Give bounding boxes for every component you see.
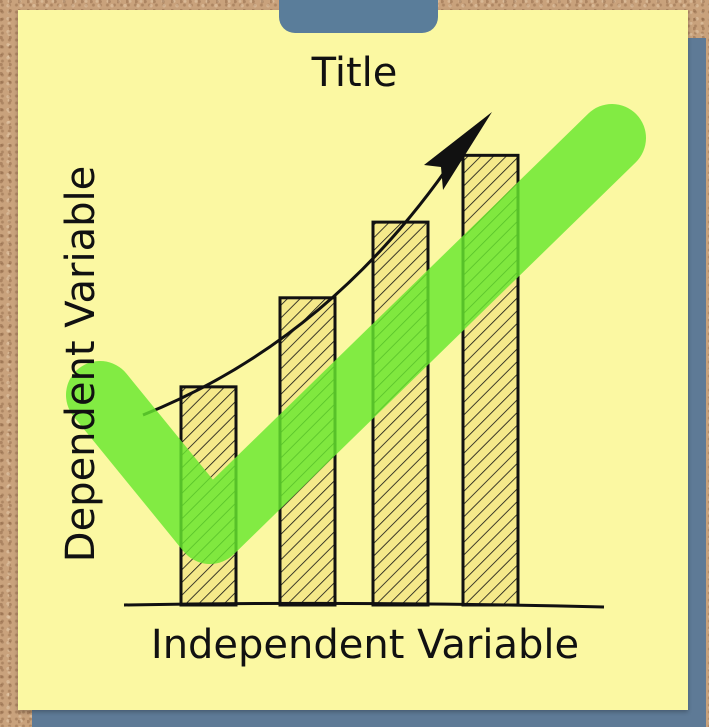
y-axis-label: Dependent Variable bbox=[58, 165, 104, 563]
tape-strip bbox=[279, 0, 438, 33]
chart-title: Title bbox=[311, 50, 398, 96]
x-axis-label: Independent Variable bbox=[150, 622, 580, 668]
trend-arrow-head bbox=[424, 112, 492, 190]
green-check-mark bbox=[66, 104, 646, 564]
x-axis-line bbox=[123, 601, 605, 609]
trend-arrow-line bbox=[142, 156, 457, 417]
